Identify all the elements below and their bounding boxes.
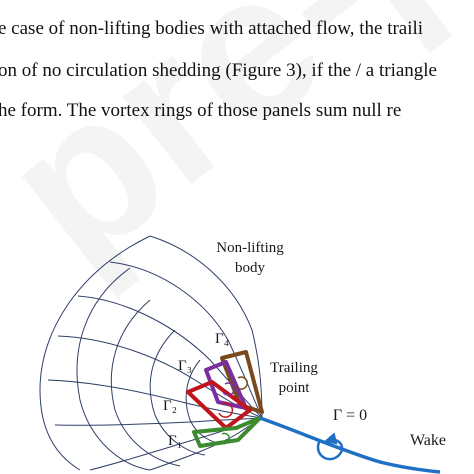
trailing-label-line1: Trailing xyxy=(270,360,318,376)
body-label-line1: Non-lifting xyxy=(216,240,284,256)
gamma-zero-label: Γ = 0 xyxy=(333,407,367,424)
panel-1-circulation-icon xyxy=(219,432,231,445)
trailing-label-line2: point xyxy=(279,380,311,396)
wake-label: Wake xyxy=(410,432,446,449)
gamma-4-label: Γ₄ xyxy=(215,331,229,347)
panel-4-circulation-icon xyxy=(235,376,248,390)
paragraph-line-3: he form. The vortex rings of those panel… xyxy=(0,100,402,121)
panel-1-vortex-ring xyxy=(192,416,262,448)
body-mesh xyxy=(39,235,263,471)
panel-3-circulation-icon xyxy=(222,382,235,396)
wake-line xyxy=(259,416,441,474)
wake-circulation-icon xyxy=(316,432,344,461)
gamma-3-label: Γ₃ xyxy=(178,358,192,374)
body-label-line2: body xyxy=(235,260,266,276)
panel-2-circulation-icon xyxy=(218,402,234,418)
gamma-2-label: Γ₂ xyxy=(163,398,177,414)
panel-2-vortex-ring xyxy=(186,380,252,430)
paragraph-line-2: on of no circulation shedding (Figure 3)… xyxy=(0,60,437,81)
paragraph-line-1: e case of non-lifting bodies with attach… xyxy=(0,18,424,39)
gamma-1-label: Γ₁ xyxy=(168,433,182,449)
